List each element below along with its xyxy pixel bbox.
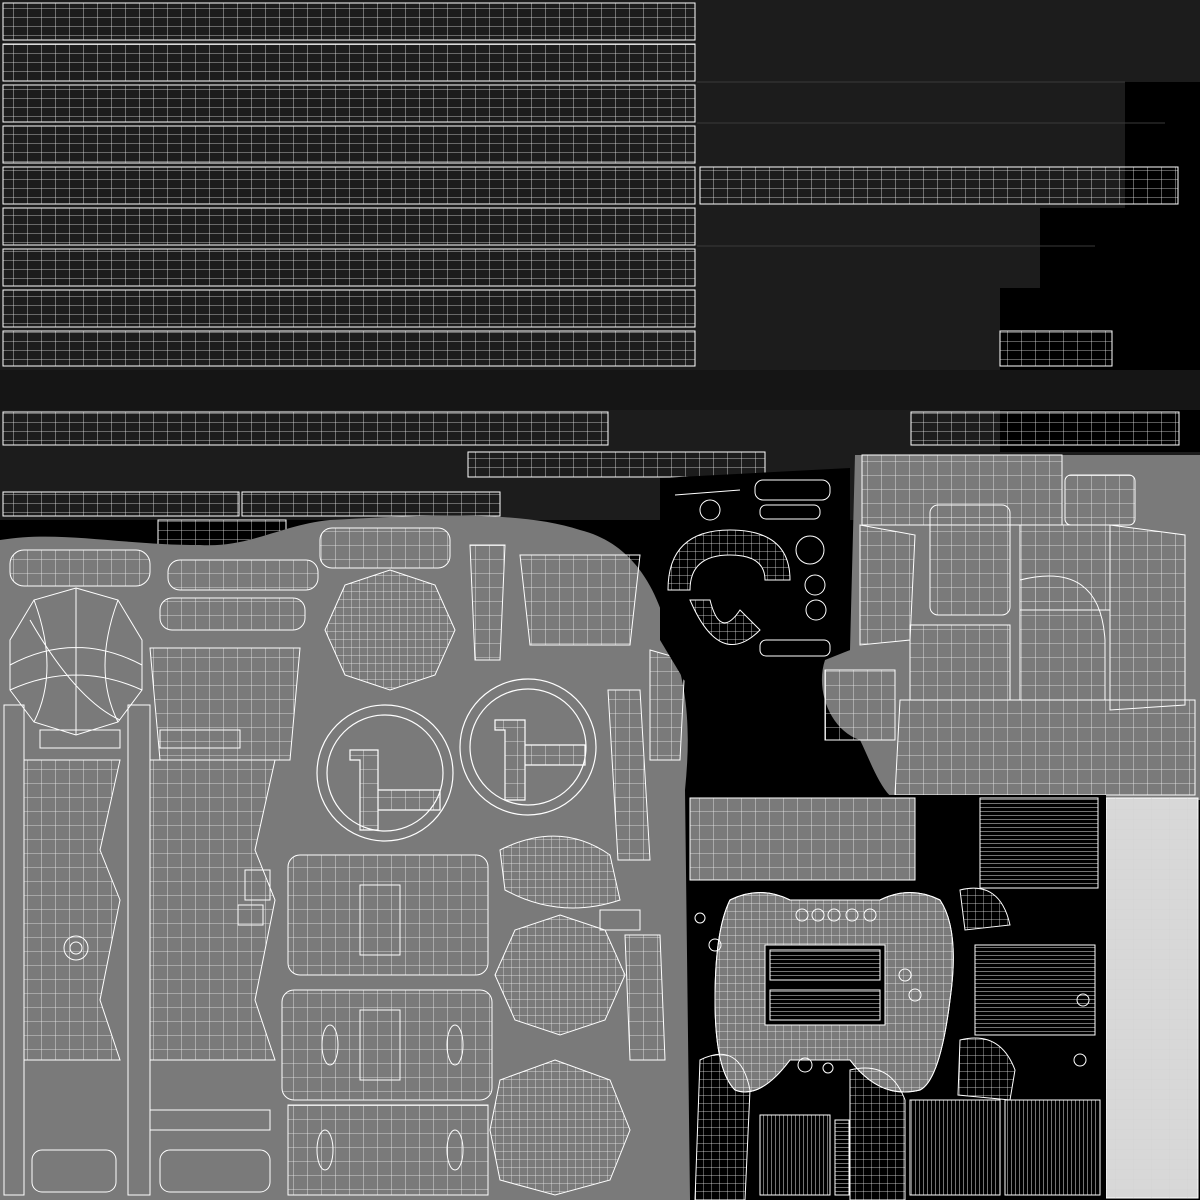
lower-right-parts [689,797,1101,1200]
sphere-island-top [9,587,143,736]
ring-islands [316,678,597,842]
misc-details [39,729,641,1171]
dark-mechanism-area [660,468,850,690]
black-step-4 [0,370,1200,410]
left-pillars [3,704,276,1196]
trapezoid-islands [149,544,686,861]
top-strips [2,2,1180,547]
right-mesh-islands [824,454,1196,796]
gear-islands [324,569,626,1036]
upper-panel-dividers [697,81,1165,247]
tube-islands [9,527,451,631]
small-parts [667,479,831,657]
center-blocks [281,835,666,1196]
